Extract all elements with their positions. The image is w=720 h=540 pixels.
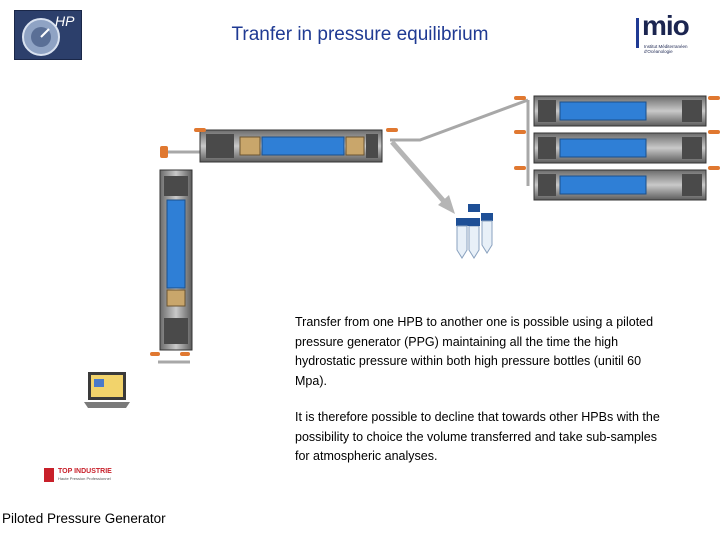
valve-handle <box>708 166 720 170</box>
valve-handle <box>160 146 168 158</box>
sample-tube <box>481 213 493 254</box>
source-bottle-horizontal <box>199 129 383 163</box>
page-title: Tranfer in pressure equilibrium <box>231 24 489 45</box>
top-industrie-logo: TOP INDUSTRIE Haute Pression Professionn… <box>44 468 136 482</box>
top-industrie-text: TOP INDUSTRIE <box>58 468 112 475</box>
pipe-network <box>158 98 530 364</box>
valve-handle <box>514 166 526 170</box>
description-paragraph-1: Transfer from one HPB to another one is … <box>295 315 654 388</box>
sample-tubes <box>456 204 493 259</box>
valve-handle <box>708 130 720 134</box>
valve-handle <box>150 352 160 356</box>
sample-tube <box>468 204 480 259</box>
valve-handle <box>386 128 398 132</box>
sample-tube <box>456 218 468 259</box>
top-industrie-mark <box>44 468 54 482</box>
valve-handle <box>514 130 526 134</box>
mio-logo-subtext: Institut Méditerranéen d'Océanologie <box>644 44 688 54</box>
valve-handle <box>180 352 190 356</box>
mio-logo-text: mio <box>642 10 690 41</box>
destination-bottle-1 <box>533 95 707 127</box>
hp-logo-text: HP <box>55 13 75 29</box>
source-bottle-vertical <box>159 169 193 351</box>
destination-bottles <box>533 95 707 201</box>
description-paragraph-2: It is therefore possible to decline that… <box>295 410 660 463</box>
laptop-icon <box>82 370 132 410</box>
valves <box>150 96 720 356</box>
ppg-label: Piloted Pressure Generator <box>2 511 166 526</box>
valve-handle <box>708 96 720 100</box>
top-industrie-subtext: Haute Pression Professionnel <box>58 476 111 481</box>
valve-handle <box>514 96 526 100</box>
valve-handle <box>194 128 206 132</box>
destination-bottle-2 <box>533 132 707 164</box>
pipe-source-to-right <box>390 98 529 142</box>
mio-logo: mio Institut Méditerranéen d'Océanologie <box>636 10 706 56</box>
arrow-to-samples <box>390 140 455 214</box>
destination-bottle-3 <box>533 169 707 201</box>
hp-logo: HP <box>14 10 82 60</box>
